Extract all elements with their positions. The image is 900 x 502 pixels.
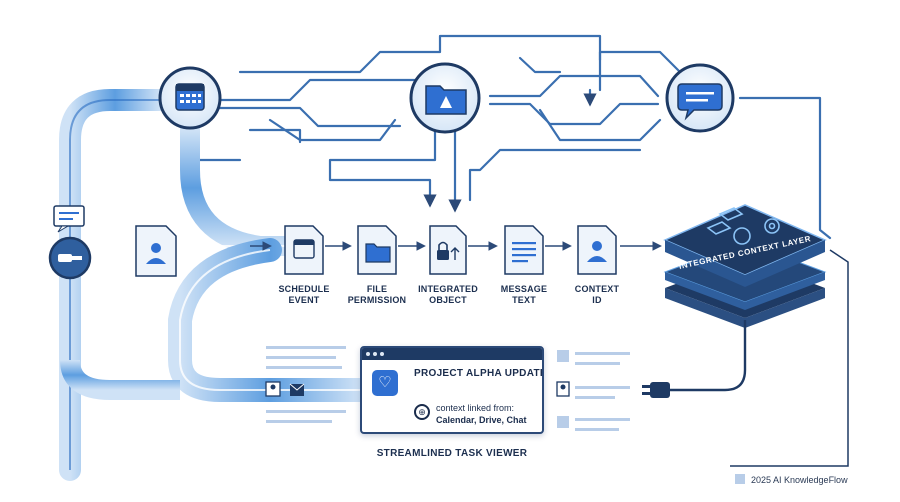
power-cable: [670, 320, 747, 392]
message-text-label: MESSAGE TEXT: [500, 284, 548, 305]
calendar-icon: [175, 83, 205, 111]
window-dot: [373, 352, 377, 356]
folder-document-icon: [357, 225, 397, 275]
main-pipe-top: [59, 89, 171, 481]
context-layer-stack: [663, 204, 827, 328]
puzzle-icon: [706, 207, 744, 235]
bell-icon: ♡: [372, 370, 398, 396]
brain-icon: [733, 227, 751, 245]
chat-hub: [665, 63, 735, 133]
context-id-label: CONTEXT ID: [574, 284, 620, 305]
circuit-lines: [188, 34, 832, 240]
user-document-icon: [135, 225, 177, 277]
drive-hub: [409, 62, 481, 134]
card-title: PROJECT ALPHA UPDATE: [414, 368, 544, 379]
window-dot: [380, 352, 384, 356]
plug-icon: [642, 382, 670, 398]
key-hub: [48, 205, 92, 280]
task-viewer-card[interactable]: ♡ PROJECT ALPHA UPDATE ⊕ context linked …: [360, 346, 544, 434]
key-icon: [58, 254, 82, 262]
chat-bubble-icon: [677, 83, 723, 121]
viewer-pipe-icons: [265, 381, 305, 397]
context-linked-text: context linked from: Calendar, Drive, Ch…: [436, 402, 527, 426]
placeholder-lines-right: [575, 352, 630, 431]
gear-icon: [764, 218, 780, 234]
context-sources: Calendar, Drive, Chat: [436, 415, 527, 425]
side-icons-right: [556, 350, 570, 428]
chat-note-icon: [53, 205, 85, 233]
schedule-event-label: SCHEDULE EVENT: [278, 284, 330, 305]
footer-square-icon: [735, 474, 745, 484]
footer-text: 2025 AI KnowledgeFlow: [751, 475, 848, 485]
viewer-label: STREAMLINED TASK VIEWER: [376, 448, 528, 459]
pipe-from-calendar: [180, 120, 300, 256]
card-title-bar: [362, 348, 542, 360]
schedule-document-icon: [284, 225, 324, 275]
context-prefix: context linked from:: [436, 403, 515, 413]
calendar-hub: [158, 66, 222, 130]
text-document-icon: [504, 225, 544, 275]
window-dot: [366, 352, 370, 356]
drive-folder-icon: [425, 85, 467, 115]
lock-document-icon: [429, 225, 467, 275]
integrated-object-label: INTEGRATED OBJECT: [418, 284, 478, 305]
placeholder-lines-left: [266, 346, 346, 423]
footer: 2025 AI KnowledgeFlow: [735, 474, 848, 485]
globe-icon: ⊕: [414, 404, 430, 420]
file-permission-label: FILE PERMISSION: [347, 284, 407, 305]
id-card-document-icon: [577, 225, 617, 275]
